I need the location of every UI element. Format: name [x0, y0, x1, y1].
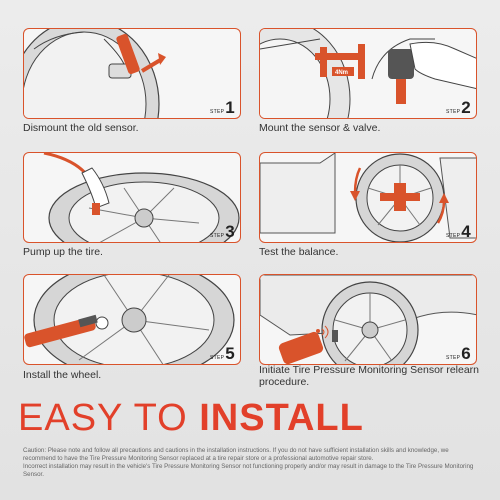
- wrench-icon: [24, 314, 98, 348]
- step-4-tag: STEP4: [446, 223, 471, 240]
- step-5-caption: Install the wheel.: [23, 369, 102, 381]
- step-number: 1: [225, 98, 235, 117]
- step-number: 2: [461, 98, 471, 117]
- step-1-panel: STEP1: [23, 28, 241, 119]
- headline-part2: INSTALL: [199, 397, 364, 439]
- step-6-tag: STEP6: [446, 345, 471, 362]
- step-1-caption: Dismount the old sensor.: [23, 122, 139, 134]
- step-2-caption: Mount the sensor & valve.: [259, 122, 381, 134]
- step-number: 3: [225, 222, 235, 241]
- air-pump-icon: [43, 153, 110, 215]
- step-6-illustration: [260, 275, 476, 364]
- step-label: STEP: [209, 109, 225, 115]
- valve-icon: [388, 49, 414, 104]
- step-3-tag: STEP3: [210, 223, 235, 240]
- wrench-icon: [380, 183, 420, 211]
- step-label: STEP: [209, 233, 225, 239]
- step-number: 5: [225, 344, 235, 363]
- step-2-panel: 4Nm STEP2: [259, 28, 477, 119]
- step-4-illustration: [260, 153, 476, 242]
- step-label: STEP: [445, 233, 461, 239]
- step-3-panel: STEP3: [23, 152, 241, 243]
- step-label: STEP: [209, 355, 225, 361]
- step-3-illustration: [43, 153, 240, 242]
- step-1-tag: STEP1: [210, 99, 235, 116]
- step-number: 4: [461, 222, 471, 241]
- arrow-icon: [140, 53, 166, 73]
- headline-part1: EASY TO: [18, 397, 200, 439]
- step-2-illustration: 4Nm: [260, 29, 476, 118]
- disclaimer-line1: Caution: Please note and follow all prec…: [23, 447, 449, 463]
- step-6-panel: STEP6: [259, 274, 477, 365]
- arrow-icon: [350, 167, 449, 224]
- step-label: STEP: [445, 109, 461, 115]
- step-5-tag: STEP5: [210, 345, 235, 362]
- wrench-icon: [315, 44, 365, 79]
- step-1-illustration: [24, 29, 166, 118]
- step-2-tag: STEP2: [446, 99, 471, 116]
- caution-disclaimer: Caution: Please note and follow all prec…: [23, 447, 478, 479]
- step-3-caption: Pump up the tire.: [23, 246, 103, 258]
- tpms-tool-icon: [278, 325, 329, 364]
- step-5-illustration: [24, 275, 235, 364]
- easy-to-install-headline: EASY TO INSTALL: [18, 398, 364, 438]
- step-6-caption: Initiate Tire Pressure Monitoring Sensor…: [259, 364, 480, 388]
- step-number: 6: [461, 344, 471, 363]
- step-4-panel: STEP4: [259, 152, 477, 243]
- step-5-panel: STEP5: [23, 274, 241, 365]
- torque-label: 4Nm: [335, 70, 348, 76]
- step-4-caption: Test the balance.: [259, 246, 339, 258]
- step-label: STEP: [445, 355, 461, 361]
- disclaimer-line2: Incorrect installation may result in the…: [23, 463, 474, 479]
